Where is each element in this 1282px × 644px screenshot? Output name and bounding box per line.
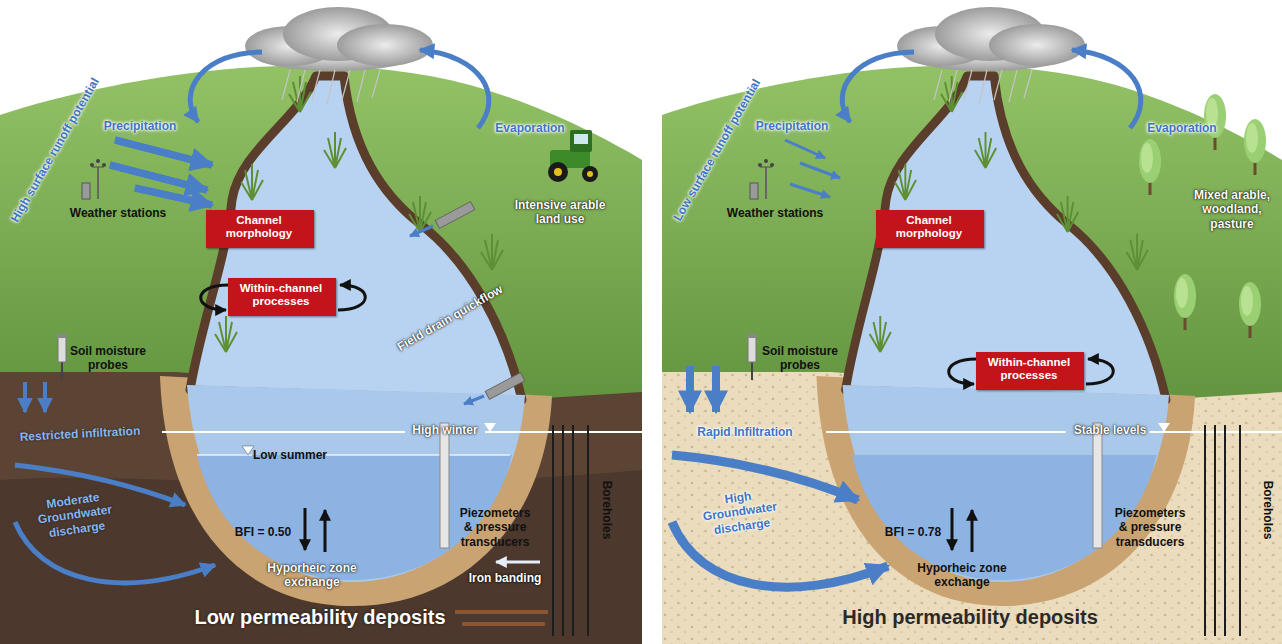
soil-probe-icon: [747, 334, 757, 380]
annotation-label: High winter: [412, 423, 477, 437]
annotation-label: Intensive arable land use: [508, 198, 613, 227]
runoff-arrow: [785, 140, 825, 158]
box-label: Channel morphology: [883, 214, 975, 240]
drain-flow-arrow: [464, 396, 484, 404]
infiltration-arrow: [43, 382, 47, 412]
infiltration-arrow: [712, 366, 720, 412]
process-box: Within-channel processes: [228, 278, 336, 316]
circulation-arrow: [338, 285, 365, 310]
annotation-label: Precipitation: [756, 119, 829, 133]
process-box: Channel morphology: [876, 210, 984, 248]
boreholes: [553, 425, 588, 636]
hyporheic-arrow: [971, 510, 974, 552]
box-label: Within-channel processes: [983, 356, 1075, 382]
cloud-cycle: [190, 7, 489, 128]
cloud-cycle: [842, 7, 1141, 128]
annotation-label: Evaporation: [1147, 121, 1216, 135]
panel-title: Low permeability deposits: [194, 606, 445, 629]
river-channel: [817, 76, 1196, 606]
annotation-label: Mixed arable, woodland, pasture: [1191, 188, 1273, 231]
annotation-label: Boreholes: [600, 481, 614, 540]
annotation-label: Low summer: [253, 448, 327, 462]
hyporheic-arrow: [324, 510, 327, 552]
low-water-line: [197, 454, 510, 456]
annotation-label: Hyporheic zone exchange: [912, 561, 1012, 590]
stable-water-line: [826, 431, 1282, 433]
annotation-label: BFI = 0.50: [235, 525, 291, 539]
runoff-arrows: [110, 140, 212, 205]
tree-icon: [1139, 139, 1161, 195]
box-label: Within-channel processes: [235, 282, 327, 308]
annotation-label: Precipitation: [104, 119, 177, 133]
annotation-label: Weather stations: [70, 206, 166, 220]
tree-icon: [1174, 274, 1196, 330]
weather-station-icon: [82, 159, 106, 199]
tree-icon: [1244, 119, 1266, 175]
runoff-arrow: [135, 188, 212, 205]
iron-bands: [455, 612, 548, 624]
water-level-marker: [242, 446, 254, 455]
annotation-label: BFI = 0.78: [885, 525, 941, 539]
field-drain-pipe: [485, 373, 525, 400]
annotation-label: Soil moisture probes: [758, 344, 842, 373]
annotation-label: Stable levels: [1074, 423, 1147, 437]
boreholes: [1205, 425, 1240, 636]
infiltration-arrow: [23, 382, 27, 412]
infiltration-arrow: [686, 366, 694, 412]
tree-icon: [1239, 282, 1261, 338]
annotation-label: Weather stations: [727, 206, 823, 220]
high-water-line: [162, 431, 642, 433]
groundwater-arrow: [672, 522, 888, 587]
annotation-label: Boreholes: [1261, 481, 1275, 540]
river-channel: [160, 76, 552, 606]
hyporheic-arrow: [951, 508, 954, 550]
field-drain-pipe: [435, 202, 475, 229]
process-box: Within-channel processes: [976, 352, 1084, 390]
annotation-label: Piezometers & pressure transducers: [456, 506, 534, 549]
iron-banding-arrow: [496, 561, 540, 564]
annotation-label: Soil moisture probes: [66, 344, 150, 373]
annotation-label: Piezometers & pressure transducers: [1111, 506, 1189, 549]
infiltration-arrows: [25, 382, 45, 410]
annotation-label: Evaporation: [495, 121, 564, 135]
annotation-label: Rapid Infiltration: [697, 425, 792, 439]
circulation-arrow: [201, 285, 228, 310]
runoff-arrow: [790, 184, 830, 197]
annotation-label: Iron banding: [469, 571, 542, 585]
box-label: Channel morphology: [213, 214, 305, 240]
drain-flow-arrow: [410, 226, 433, 236]
left-panel-art: [0, 7, 642, 644]
soil-probe-icon: [57, 334, 67, 380]
right-panel-art: [662, 7, 1282, 644]
cross-section-panel: Channel morphologyWithin-channel process…: [0, 0, 642, 644]
water-level-marker: [1158, 423, 1170, 432]
groundwater-arrow: [672, 455, 858, 500]
circulation-arrow: [1086, 359, 1113, 384]
water-level-marker: [484, 423, 496, 432]
panel-title: High permeability deposits: [842, 606, 1098, 629]
weather-station-icon: [750, 159, 774, 199]
process-box: Channel morphology: [206, 210, 314, 248]
runoff-arrow: [115, 140, 212, 165]
runoff-arrow: [800, 163, 840, 178]
piezometer: [1093, 423, 1102, 548]
runoff-arrow: [110, 165, 207, 190]
hyporheic-arrow: [304, 508, 307, 550]
circulation-arrow: [949, 359, 976, 384]
tractor-icon: [548, 130, 598, 182]
annotation-label: Hyporheic zone exchange: [262, 561, 362, 590]
piezometer: [440, 423, 449, 548]
groundwater-arrow: [15, 522, 215, 583]
